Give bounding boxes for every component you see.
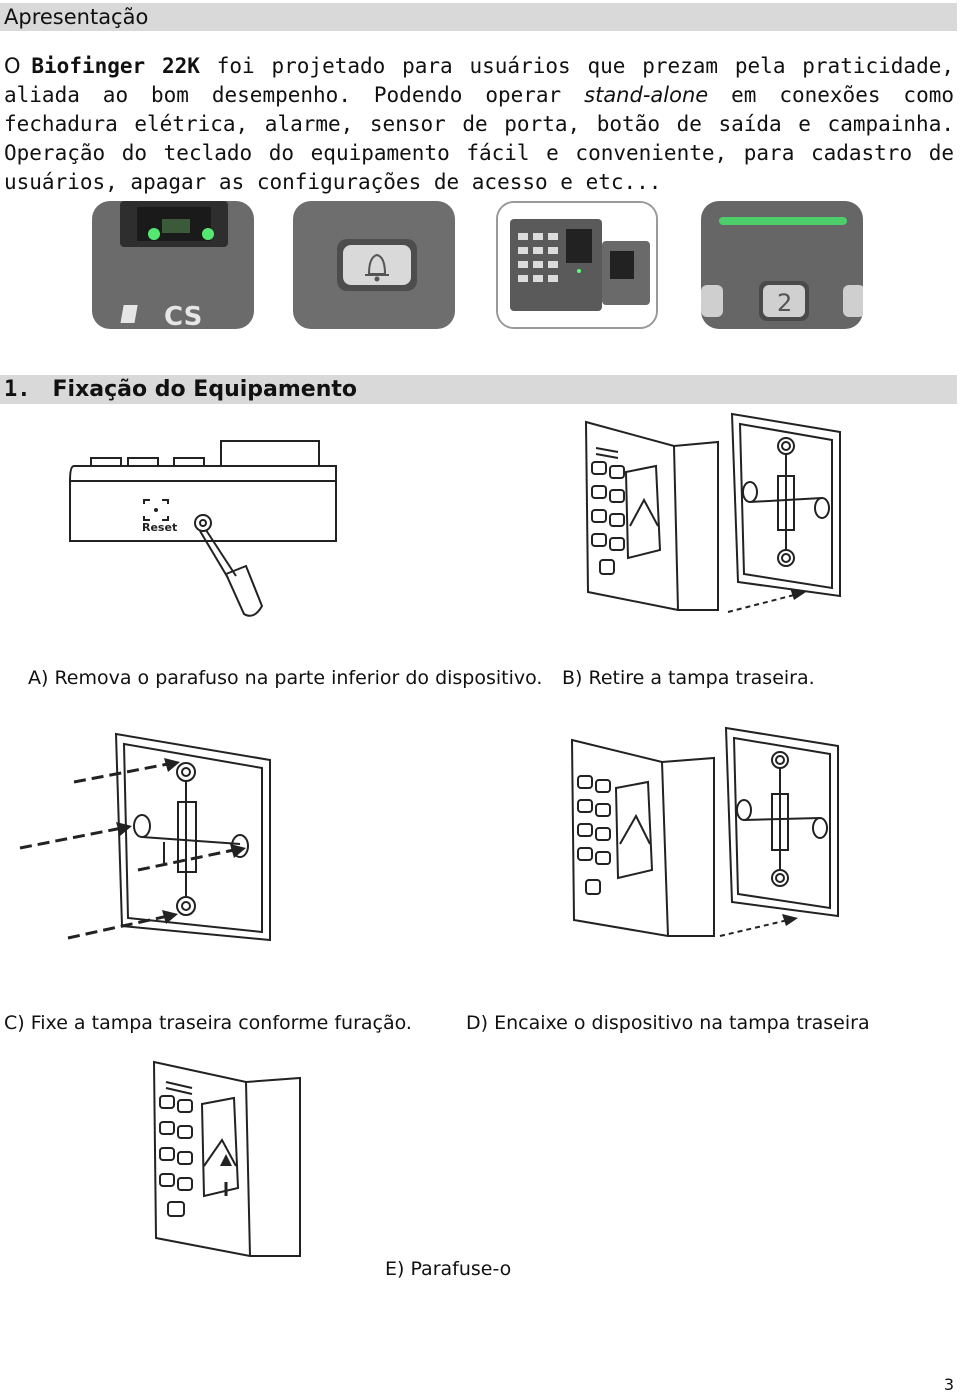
reset-label: Reset: [142, 521, 177, 534]
page-number: 3: [943, 1375, 954, 1394]
photo-bell-button: [293, 201, 455, 329]
keypad-key-label: 2: [777, 289, 792, 317]
intro-italic-term: stand-alone: [584, 83, 709, 107]
photo-devices: [496, 201, 658, 329]
diagram-fix-back-cover: [19, 732, 271, 942]
diagram-remove-back-cover: [584, 412, 841, 613]
product-name: Biofinger 22K: [31, 54, 200, 78]
photo-fingerprint-sensor: CS: [92, 201, 254, 329]
diagram-screw-device: [152, 1060, 301, 1257]
section-title-text: Fixação do Equipamento: [52, 377, 358, 402]
intro-text-1: O: [4, 54, 32, 78]
intro-text-3: em conexões como fechadura elétrica, ala…: [4, 83, 954, 136]
caption-step-e: E) Parafuse-o: [385, 1258, 512, 1280]
diagram-attach-device: [570, 726, 839, 937]
intro-paragraph: O Biofinger 22K foi projetado para usuár…: [4, 52, 954, 197]
diagram-remove-screw: Reset: [69, 440, 337, 617]
device-logo-text: CS: [164, 302, 202, 329]
intro-text-4: Operação do teclado do equipamento fácil…: [4, 141, 954, 194]
caption-step-d: D) Encaixe o dispositivo na tampa trasei…: [466, 1012, 870, 1034]
intro-text-2: foi projetado para usuários que prezam p…: [4, 54, 954, 107]
section-title-apresentacao: Apresentação: [0, 3, 957, 31]
section-number: 1.: [4, 377, 31, 402]
photo-keypad: 2: [701, 201, 863, 329]
caption-step-b: B) Retire a tampa traseira.: [562, 667, 815, 689]
caption-step-c: C) Fixe a tampa traseira conforme furaçã…: [4, 1012, 412, 1034]
section-title-fixacao: 1. Fixação do Equipamento: [0, 375, 957, 404]
caption-step-a: A) Remova o parafuso na parte inferior d…: [28, 667, 543, 689]
